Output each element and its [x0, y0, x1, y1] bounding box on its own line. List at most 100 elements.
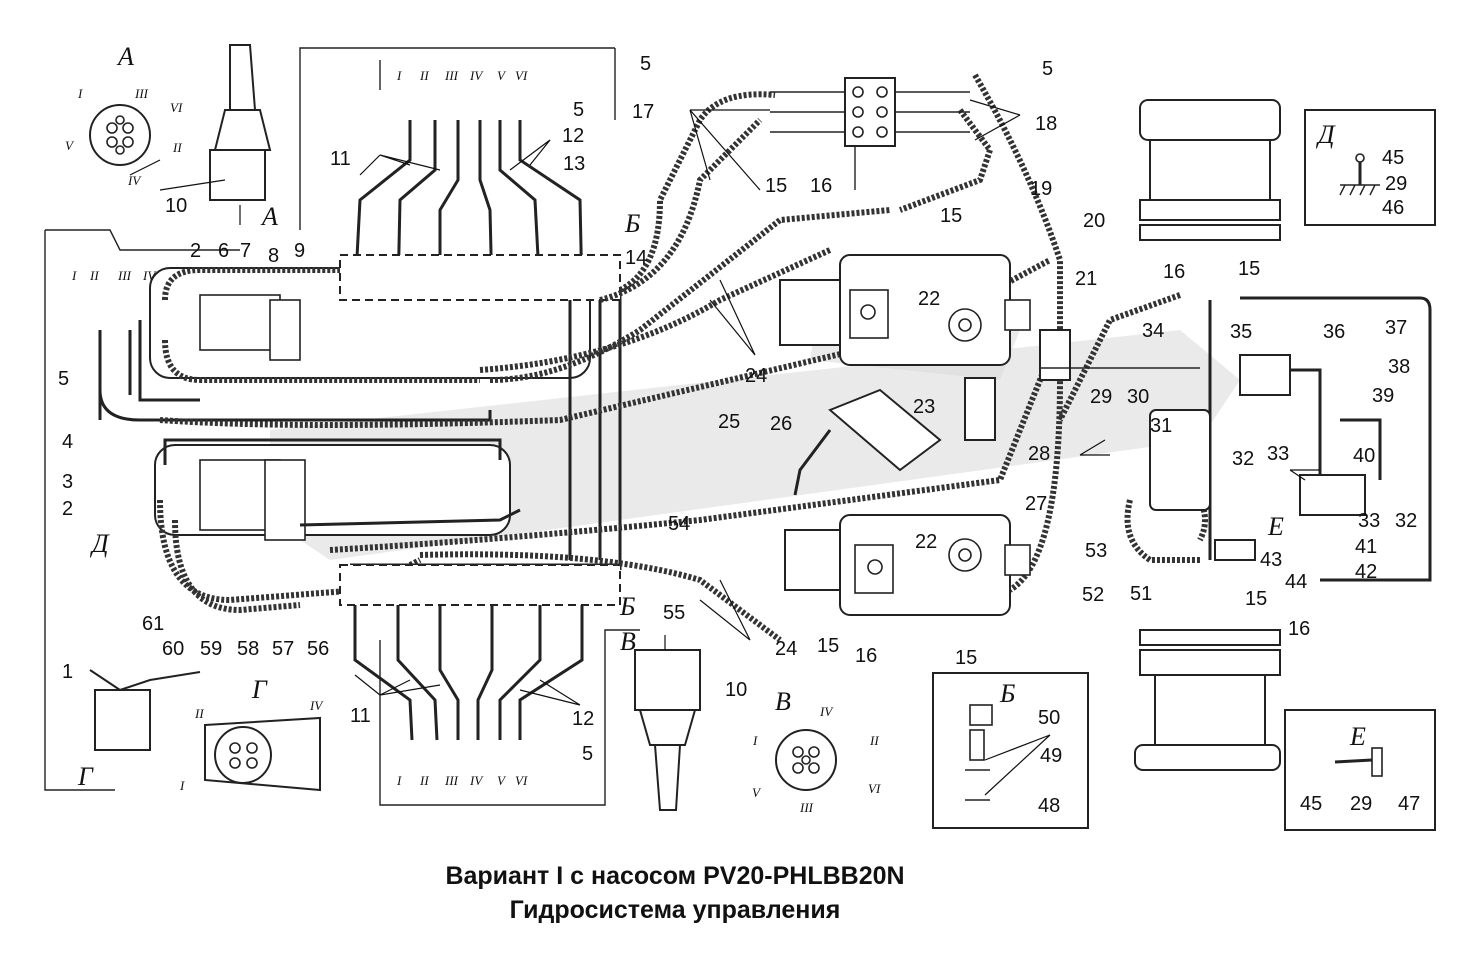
- roman-a-5: V: [65, 138, 75, 153]
- callout-16-a: 16: [810, 175, 832, 197]
- callout-15-a: 15: [765, 175, 787, 197]
- callout-57: 57: [272, 638, 294, 660]
- callout-33-b: 33: [1358, 510, 1380, 532]
- callout-12-top: 12: [562, 125, 584, 147]
- main-hoses: [159, 73, 1432, 643]
- roman-a-2: II: [172, 140, 182, 155]
- view-letters: А А Б Б Б В В Г Г Д Д Е Е: [77, 42, 1366, 791]
- callout-43: 43: [1260, 549, 1282, 571]
- roman-v-2: II: [869, 733, 879, 748]
- view-letter-g-view: Г: [251, 675, 268, 704]
- view-letter-b-inset: Б: [999, 679, 1015, 708]
- view-letter-b-top: Б: [624, 209, 640, 238]
- callout-5-top-mid: 5: [573, 99, 584, 121]
- callout-49: 49: [1040, 745, 1062, 767]
- roman-top-6: VI: [515, 68, 528, 83]
- inset-D: [1304, 109, 1436, 226]
- callout-numbers: 1 2 2 3 4 5 5 5 5 5 6 7 8 9 10 10 11 11 …: [58, 53, 1420, 817]
- roman-left-3: III: [117, 268, 132, 283]
- wheel-upper: [1139, 99, 1281, 241]
- roman-g-4: IV: [309, 698, 324, 713]
- callout-40: 40: [1353, 445, 1375, 467]
- roman-bottom-2: II: [419, 773, 429, 788]
- callout-16-c: 16: [1288, 618, 1310, 640]
- callout-22-upper: 22: [918, 288, 940, 310]
- pedal-1: [89, 669, 201, 751]
- inset-B: [932, 672, 1089, 829]
- callout-54: 54: [668, 513, 690, 535]
- roman-top-3: III: [444, 68, 459, 83]
- pump-upper: [779, 254, 1031, 366]
- callout-8: 8: [268, 245, 279, 267]
- callout-3: 3: [62, 471, 73, 493]
- roman-top-4: IV: [469, 68, 484, 83]
- joystick-top: [209, 44, 272, 225]
- joystick-bottom: [634, 635, 701, 811]
- roman-a-6: VI: [170, 100, 183, 115]
- callout-59: 59: [200, 638, 222, 660]
- callout-29-a: 29: [1090, 386, 1112, 408]
- callout-15-d: 15: [1245, 588, 1267, 610]
- callout-58: 58: [237, 638, 259, 660]
- callout-41: 41: [1355, 536, 1377, 558]
- callout-28: 28: [1028, 443, 1050, 465]
- view-V-connector: [775, 729, 837, 791]
- view-G-connector: [204, 716, 321, 792]
- caption-variant: Вариант I с насосом PV20-PHLBB20N: [445, 862, 905, 890]
- roman-left-4: IV: [142, 268, 157, 283]
- callout-60: 60: [162, 638, 184, 660]
- roman-left-1: I: [71, 268, 77, 283]
- leader-lines: [129, 99, 1320, 796]
- callout-35: 35: [1230, 321, 1252, 343]
- view-letter-g-arrow: Г: [77, 762, 94, 791]
- callout-34: 34: [1142, 320, 1164, 342]
- callout-6: 6: [218, 240, 229, 262]
- callout-10-bottom: 10: [725, 679, 747, 701]
- roman-bottom-5: V: [497, 773, 507, 788]
- callout-20: 20: [1083, 210, 1105, 232]
- roman-a-3: III: [134, 86, 149, 101]
- roman-a-1: I: [77, 86, 83, 101]
- bottom-hose-fan: [339, 564, 621, 741]
- roman-v-1: I: [752, 733, 758, 748]
- callout-38: 38: [1388, 356, 1410, 378]
- callout-61: 61: [142, 613, 164, 635]
- roman-left-2: II: [89, 268, 99, 283]
- callout-44: 44: [1285, 571, 1307, 593]
- roman-bottom-1: I: [396, 773, 402, 788]
- callout-48: 48: [1038, 795, 1060, 817]
- callout-52: 52: [1082, 584, 1104, 606]
- callout-16-d: 16: [855, 645, 877, 667]
- callout-32-a: 32: [1232, 448, 1254, 470]
- inset-E: [1284, 709, 1436, 831]
- top-distributor-block: [770, 77, 970, 190]
- callout-36: 36: [1323, 321, 1345, 343]
- callout-42: 42: [1355, 561, 1377, 583]
- callout-19: 19: [1030, 178, 1052, 200]
- roman-v-5: V: [752, 785, 762, 800]
- view-letter-v-view: В: [775, 687, 791, 716]
- view-A-connector: [89, 104, 151, 166]
- callout-15-e: 15: [817, 635, 839, 657]
- top-hose-fan: [339, 120, 621, 301]
- view-letter-d-inset: Д: [1315, 120, 1336, 149]
- callout-15-f: 15: [955, 647, 977, 669]
- frame-lines: [44, 47, 640, 806]
- wheel-lower: [1134, 629, 1281, 771]
- right-components: [1039, 329, 1366, 561]
- view-letter-b-bottom: Б: [619, 592, 635, 621]
- callout-55: 55: [663, 602, 685, 624]
- callout-39: 39: [1372, 385, 1394, 407]
- callout-29-c: 29: [1350, 793, 1372, 815]
- roman-bottom-4: IV: [469, 773, 484, 788]
- view-letter-e-mid: Е: [1267, 512, 1284, 541]
- callout-10-top: 10: [165, 195, 187, 217]
- callout-15-c: 15: [1238, 258, 1260, 280]
- pump-lower: [784, 514, 1031, 616]
- callout-15-b: 15: [940, 205, 962, 227]
- callout-2-lower: 2: [62, 498, 73, 520]
- callout-11-top: 11: [330, 148, 351, 170]
- callout-33-a: 33: [1267, 443, 1289, 465]
- roman-top-2: II: [419, 68, 429, 83]
